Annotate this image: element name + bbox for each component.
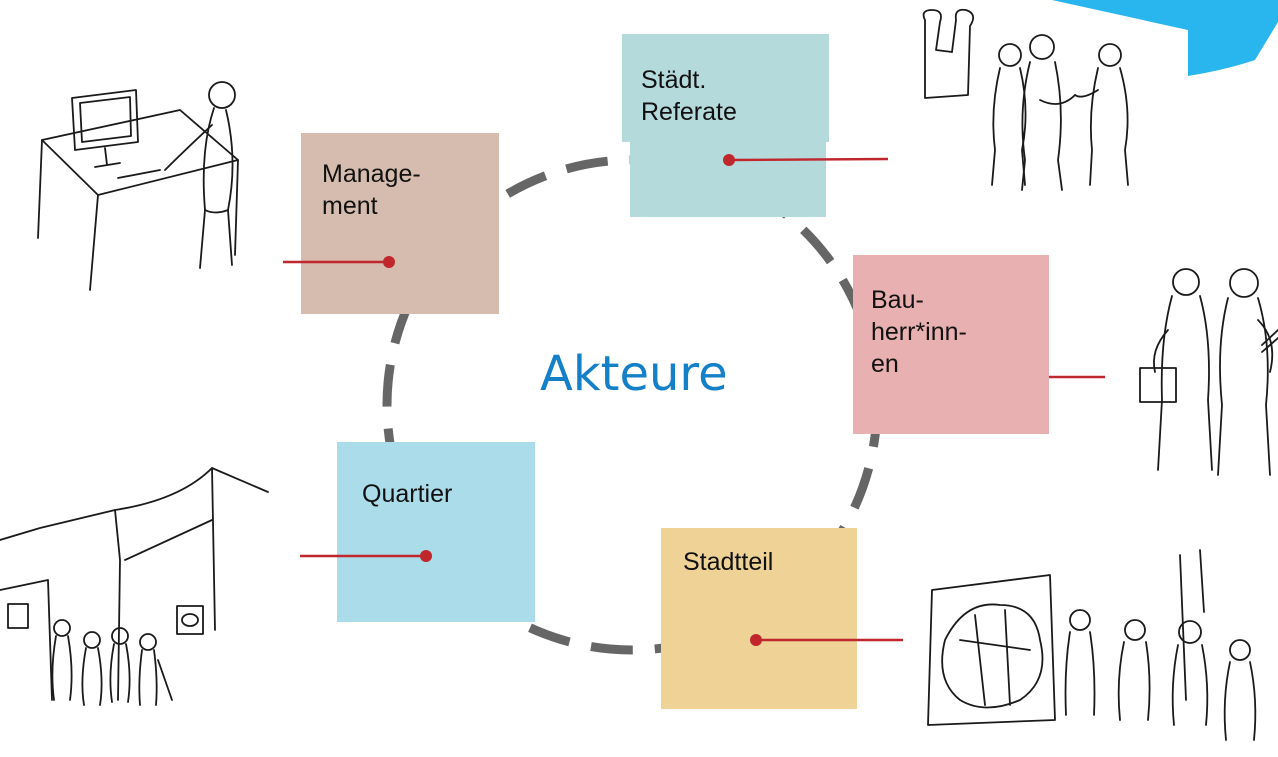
quartier-connector-dot: [420, 550, 432, 562]
quartier-label: Quartier: [362, 480, 453, 508]
couple-with-briefcase-sketch: [1139, 268, 1278, 476]
management-box: [301, 133, 499, 314]
referate-box-upper: [622, 34, 829, 142]
stadtteil-connector-dot: [750, 634, 762, 646]
referate-box-lower: [630, 138, 826, 217]
officials-group-sketch: [922, 8, 1129, 191]
diagram-title: Akteure: [540, 346, 728, 402]
person-at-computer-desk-sketch: [37, 81, 239, 291]
referate-connector: [728, 157, 889, 162]
stadtteil-box: [661, 528, 857, 709]
people-with-district-map-sketch: [927, 549, 1257, 741]
stadtteil-label: Stadtteil: [683, 548, 774, 576]
management-label: Manage- ment: [322, 160, 421, 220]
bauherren-label: Bau- herr*inn- en: [871, 286, 967, 378]
quartier-box: [337, 442, 535, 622]
management-connector-dot: [383, 256, 395, 268]
referate-label: Städt. Referate: [641, 66, 737, 126]
referate-connector-dot: [723, 154, 735, 166]
bauherren-box: [853, 255, 1049, 434]
neighbourhood-buildings-sketch: [0, 467, 269, 706]
